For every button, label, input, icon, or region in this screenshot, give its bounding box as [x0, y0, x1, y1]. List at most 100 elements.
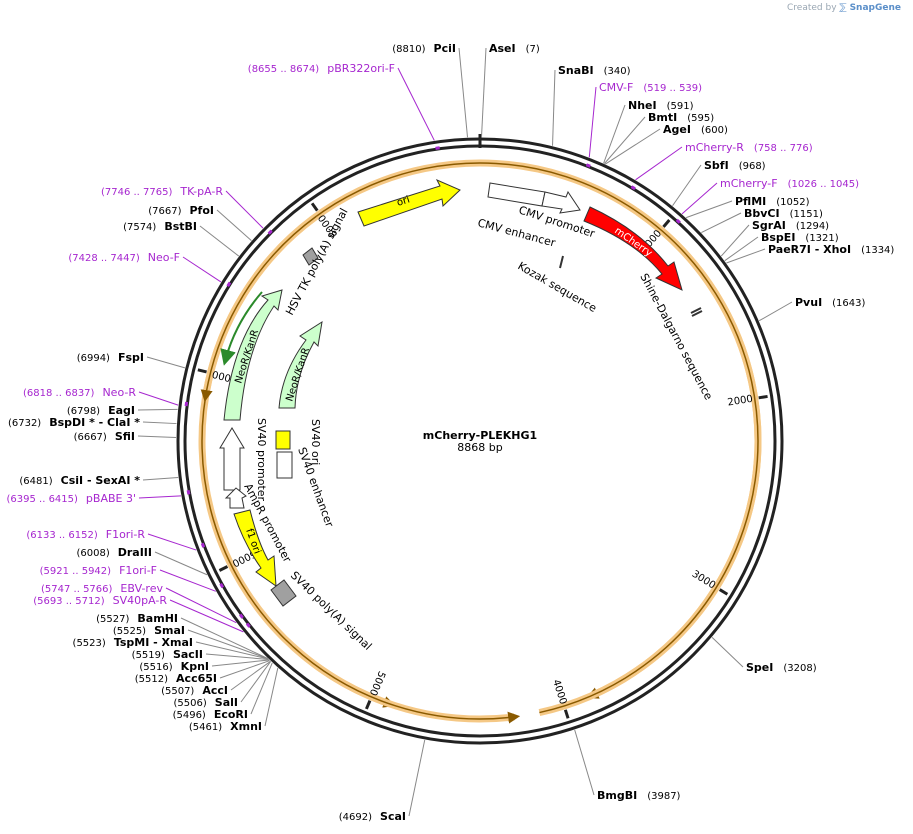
leader-line [216, 209, 252, 241]
site-position: (6667) [74, 432, 107, 443]
site-bspdi-clai-[interactable]: BspDI * - ClaI *(6732) [8, 416, 140, 429]
primer-mark [267, 229, 273, 235]
site-xmni[interactable]: XmnI(5461) [189, 720, 262, 733]
site-asei[interactable]: AseI(7) [489, 42, 540, 55]
site-kpni[interactable]: KpnI(5516) [139, 660, 209, 673]
site-acc65i[interactable]: Acc65I(5512) [135, 672, 217, 685]
site-bstbi[interactable]: BstBI(7574) [123, 220, 197, 233]
leader-line [169, 599, 244, 633]
leader-line [250, 662, 273, 715]
primer-mark [226, 281, 232, 287]
site-pflmi[interactable]: PflMI(1052) [735, 195, 810, 208]
leader-line [137, 408, 178, 411]
primer-range: (7428 .. 7447) [68, 253, 140, 264]
orf-arcs [198, 159, 762, 724]
primer-pbr322ori-f[interactable]: pBR322ori-F(8655 .. 8674) [248, 62, 440, 150]
site-name: PaeR7I - XhoI [768, 243, 851, 256]
primer-sv40pa-r[interactable]: SV40pA-R(5693 .. 5712) [33, 594, 251, 628]
feature-sv40-polya-label: SV40 poly(A) signal [288, 569, 374, 653]
site-bamhi[interactable]: BamHI(5527) [96, 612, 178, 625]
site-sacii[interactable]: SacII(5519) [132, 648, 203, 661]
primer-pbabe-3-[interactable]: pBABE 3'(6395 .. 6415) [7, 490, 191, 505]
primer-f1ori-f[interactable]: F1ori-F(5921 .. 5942) [40, 564, 225, 589]
site-bspei[interactable]: BspEI(1321) [761, 231, 839, 244]
site-position: (968) [739, 161, 766, 172]
primer-tk-pa-r[interactable]: TK-pA-R(7746 .. 7765) [101, 185, 273, 235]
feature-ori[interactable]: ori [357, 178, 461, 227]
tick-mark [310, 202, 319, 212]
site-name: BmgBI [597, 789, 637, 802]
primer-mcherry-f[interactable]: mCherry-F(1026 .. 1045) [675, 177, 859, 224]
site-sbfi[interactable]: SbfI (968) [704, 159, 766, 172]
site-name: SnaBI [558, 64, 594, 77]
site-smai[interactable]: SmaI(5525) [113, 624, 185, 637]
orf-large-ccw [201, 162, 759, 714]
site-spei[interactable]: SpeI(3208) [746, 661, 817, 674]
site-position: (1052) [776, 197, 809, 208]
site-position: (5516) [139, 662, 172, 673]
feature-ori-label: ori [396, 194, 412, 208]
leader-line [211, 659, 270, 667]
site-bmgbi[interactable]: BmgBI(3987) [597, 789, 681, 802]
site-eagi[interactable]: EagI(6798) [67, 404, 135, 417]
leader-line [147, 533, 197, 551]
primer-cmv-f[interactable]: CMV-F(519 .. 539) [585, 81, 702, 168]
site-sgrai[interactable]: SgrAI(1294) [752, 219, 829, 232]
site-position: (8810) [392, 44, 425, 55]
site-ecori[interactable]: EcoRI(5496) [173, 708, 248, 721]
site-name: AccI [202, 684, 228, 697]
site-nhei[interactable]: NheI(591) [628, 99, 694, 112]
site-agei[interactable]: AgeI(600) [663, 123, 728, 136]
site-name: AgeI [663, 123, 691, 136]
site-name: SfiI [115, 430, 135, 443]
site-name: DraIII [118, 546, 152, 559]
primer-neo-r[interactable]: Neo-R(6818 .. 6837) [23, 386, 189, 407]
feature-sv40-ori-label: SV40 ori [309, 419, 322, 465]
site-bbvci[interactable]: BbvCI(1151) [744, 207, 823, 220]
site-position: (1321) [805, 233, 838, 244]
site-fspi[interactable]: FspI(6994) [77, 351, 144, 364]
site-scai[interactable]: ScaI(4692) [339, 810, 406, 823]
primer-neo-f[interactable]: Neo-F(7428 .. 7447) [68, 251, 232, 287]
primer-f1ori-r[interactable]: F1ori-R(6133 .. 6152) [26, 528, 206, 548]
primer-mcherry-r[interactable]: mCherry-R(758 .. 776) [630, 141, 813, 191]
feature-hsv-tk-polya[interactable]: HSV TK poly(A) signal [283, 206, 350, 317]
site-sfii[interactable]: SfiI (6667) [74, 430, 135, 443]
site-bmti[interactable]: BmtI(595) [648, 111, 714, 124]
feature-neor-kanr-inner[interactable]: NeoR/KanR [278, 320, 323, 409]
site-name: SpeI [746, 661, 773, 674]
feature-shine-dalgarno[interactable]: Shine-Dalgarno sequence [637, 271, 715, 402]
feature-kozak[interactable]: Kozak sequence [516, 255, 600, 315]
feature-sv40-promoter[interactable]: SV40 promoter [219, 418, 268, 502]
primer-mark [184, 401, 189, 407]
primer-ebv-rev[interactable]: EBV-rev(5747 .. 5766) [41, 582, 244, 619]
feature-sv40-enhancer[interactable]: SV40 enhancer [276, 446, 336, 530]
primer-range: (5921 .. 5942) [40, 566, 112, 577]
site-paer7i-xhoi[interactable]: PaeR7I - XhoI(1334) [768, 243, 894, 256]
primer-mark [675, 218, 681, 224]
leader-line [458, 47, 469, 138]
site-acci[interactable]: AccI(5507) [161, 684, 228, 697]
leader-line [219, 660, 270, 679]
site-name: SbfI [704, 159, 729, 172]
site-pcii[interactable]: PciI(8810) [392, 42, 456, 55]
leader-line [605, 128, 661, 165]
primer-name: pBABE 3' [86, 492, 136, 505]
feature-mcherry[interactable]: mCherry [583, 206, 683, 291]
site-name: BstBI [164, 220, 197, 233]
site-pvui[interactable]: PvuI(1643) [795, 296, 866, 309]
site-sali[interactable]: SalI(5506) [174, 696, 238, 709]
tick-mark [758, 394, 768, 400]
site-position: (7667) [148, 206, 181, 217]
site-snabi[interactable]: SnaBI(340) [558, 64, 631, 77]
site-csii-sexai-[interactable]: CsiI - SexAI *(6481) [19, 474, 140, 487]
site-pfoi[interactable]: PfoI(7667) [148, 204, 214, 217]
leader-line [397, 67, 435, 141]
site-tspmi-xmai[interactable]: TspMI - XmaI(5523) [73, 636, 193, 649]
site-name: BmtI [648, 111, 677, 124]
leader-line [240, 661, 272, 703]
primer-range: (519 .. 539) [643, 83, 702, 94]
feature-sv40-ori[interactable]: SV40 ori [275, 419, 322, 465]
site-draiii[interactable]: DraIII(6008) [76, 546, 152, 559]
site-position: (591) [667, 101, 694, 112]
